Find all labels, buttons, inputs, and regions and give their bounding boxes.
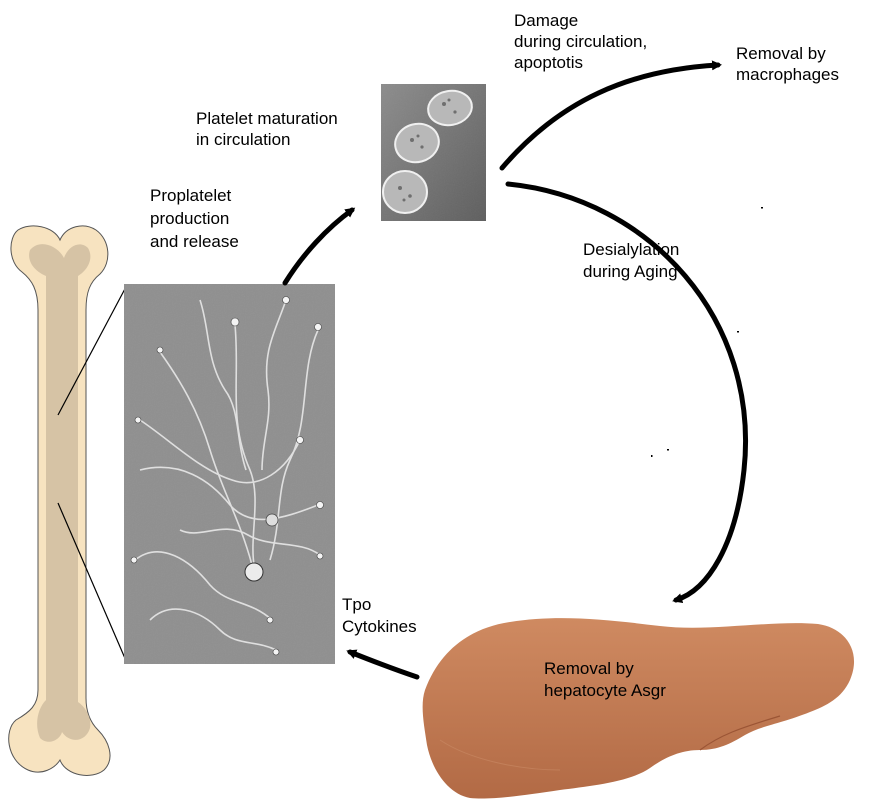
label-tpo: Tpo xyxy=(342,594,417,616)
label-damage: Damage during circulation, apoptotis xyxy=(514,10,647,73)
arrow-release-to-circulation xyxy=(285,210,352,283)
label-platelet-maturation-line2: in circulation xyxy=(196,129,338,150)
platelet-micrograph xyxy=(381,84,486,221)
label-cytokines: Cytokines xyxy=(342,616,417,638)
label-removal-hepatocyte-line2: hepatocyte Asgr xyxy=(544,680,666,702)
liver-shape xyxy=(423,618,854,798)
label-removal-hepatocyte: Removal by hepatocyte Asgr xyxy=(544,658,666,702)
cycle-arrows xyxy=(285,65,746,677)
label-proplatelet-line2: production xyxy=(150,207,239,230)
label-tpo-cytokines: Tpo Cytokines xyxy=(342,594,417,638)
label-damage-line1: Damage xyxy=(514,10,647,31)
label-proplatelet: Proplatelet production and release xyxy=(150,184,239,253)
label-removal-hepatocyte-line1: Removal by xyxy=(544,658,666,680)
label-damage-line2: during circulation, xyxy=(514,31,647,52)
label-proplatelet-line3: and release xyxy=(150,230,239,253)
label-proplatelet-line1: Proplatelet xyxy=(150,184,239,207)
bone-illustration xyxy=(9,226,110,776)
label-removal-macrophages: Removal by macrophages xyxy=(736,43,839,85)
label-desialylation-line1: Desialylation xyxy=(583,239,679,261)
arrow-to-macrophages xyxy=(502,65,718,168)
label-removal-macrophages-line1: Removal by xyxy=(736,43,839,64)
label-desialylation: Desialylation during Aging xyxy=(583,239,679,283)
label-desialylation-line2: during Aging xyxy=(583,261,679,283)
label-platelet-maturation: Platelet maturation in circulation xyxy=(196,108,338,150)
label-damage-line3: apoptotis xyxy=(514,52,647,73)
arrow-liver-to-bone xyxy=(350,652,417,677)
label-removal-macrophages-line2: macrophages xyxy=(736,64,839,85)
liver-illustration xyxy=(423,618,854,798)
proplatelet-micrograph xyxy=(124,284,335,664)
label-platelet-maturation-line1: Platelet maturation xyxy=(196,108,338,129)
